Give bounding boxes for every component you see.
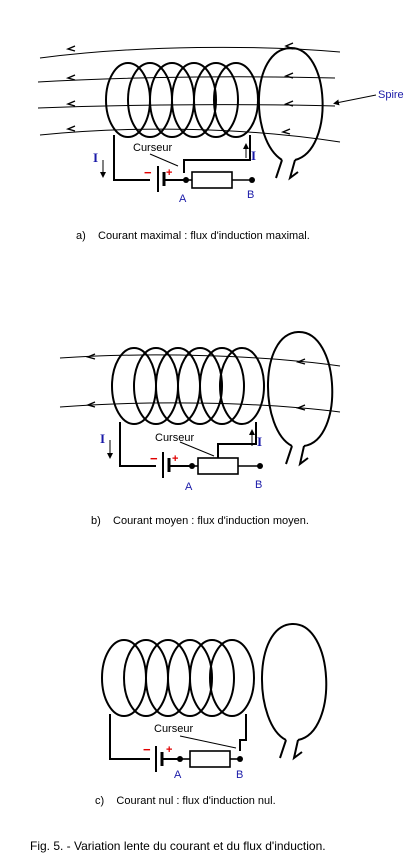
minus-sign-a: − — [144, 165, 152, 180]
current-label-right-b: I — [257, 434, 262, 449]
plus-sign-b: + — [172, 453, 178, 465]
rheostat-c — [180, 750, 240, 768]
coil-b — [111, 347, 265, 467]
caption-c: c) Courant nul : flux d'induction nul. — [95, 795, 276, 807]
battery-a — [157, 166, 186, 192]
spire-loop-a — [257, 46, 324, 181]
battery-b — [162, 452, 192, 478]
plus-sign-c: + — [166, 744, 172, 756]
current-label-left-b: I — [100, 431, 105, 446]
coil-a — [105, 62, 259, 181]
minus-sign-c: − — [143, 742, 151, 757]
spire-pointer — [333, 94, 377, 106]
curseur-pointer-c — [179, 735, 237, 749]
panel-b: Curseur I I − + A B b) Courant moyen : f… — [59, 330, 341, 527]
panel-a: Curseur I I − + A B Spire a) Courant max… — [37, 42, 404, 242]
point-b-label-b: B — [255, 479, 262, 491]
rheostat-b — [192, 457, 260, 475]
caption-b: b) Courant moyen : flux d'induction moye… — [91, 515, 309, 527]
spire-loop-c — [261, 622, 328, 761]
curseur-label-a: Curseur — [133, 142, 172, 154]
field-lines-a — [37, 42, 341, 143]
curseur-pointer-a — [149, 153, 179, 167]
field-lines-b — [59, 353, 341, 413]
current-label-right-a: I — [251, 148, 256, 163]
curseur-label-b: Curseur — [155, 432, 194, 444]
plus-sign-a: + — [166, 167, 172, 179]
point-b-label-a: B — [247, 189, 254, 201]
point-a-label-c: A — [174, 769, 182, 781]
spire-label: Spire — [378, 89, 404, 101]
point-b-dot — [249, 177, 255, 183]
minus-sign-b: − — [150, 451, 158, 466]
curseur-pointer-b — [179, 441, 215, 457]
point-a-label-a: A — [179, 193, 187, 205]
point-a-dot-c — [177, 756, 183, 762]
coil-c — [101, 639, 255, 760]
point-a-dot — [183, 177, 189, 183]
current-label-left-a: I — [93, 150, 98, 165]
caption-a: a) Courant maximal : flux d'induction ma… — [76, 230, 310, 242]
spire-loop-b — [267, 330, 334, 467]
rheostat-a — [186, 171, 252, 189]
figure-caption: Fig. 5. - Variation lente du courant et … — [30, 839, 326, 853]
point-b-label-c: B — [236, 769, 243, 781]
point-a-dot-b — [189, 463, 195, 469]
point-a-label-b: A — [185, 481, 193, 493]
panel-c: Curseur − + A B c) Courant nul : flux d'… — [95, 622, 328, 807]
point-b-dot-b — [257, 463, 263, 469]
curseur-label-c: Curseur — [154, 723, 193, 735]
point-b-dot-c — [237, 756, 243, 762]
